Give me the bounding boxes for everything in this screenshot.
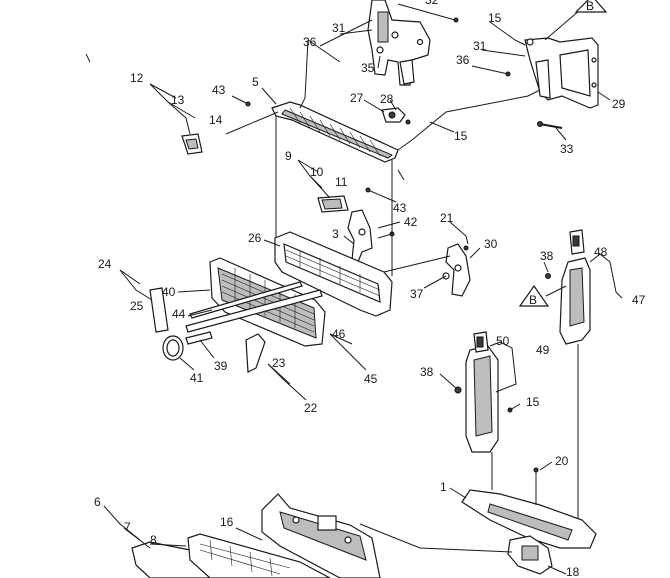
callout-label: 46 [332, 327, 346, 341]
callout-label: 12 [130, 71, 144, 85]
callout-label: 36 [303, 35, 317, 49]
leader-lines [85, 9, 623, 575]
fog-ring-41 [162, 335, 184, 361]
bar-39 [185, 331, 213, 345]
callout-label: 33 [560, 142, 574, 156]
callout-label: 32 [425, 0, 439, 7]
side-trim-25 [149, 287, 169, 333]
callout-label: 15 [454, 129, 468, 143]
callout-label: 21 [440, 211, 454, 225]
bracket-3-42 [347, 209, 395, 263]
callout-label: 43 [393, 201, 407, 215]
lower-front-trim [131, 533, 331, 578]
main-grille [274, 231, 393, 317]
callout-label: 49 [536, 343, 550, 357]
callout-label: 24 [98, 257, 112, 271]
lower-bar-44 [185, 281, 323, 333]
callout-label: 7 [124, 520, 131, 534]
callout-label: 50 [496, 334, 510, 348]
upper-grille-bar [271, 101, 399, 163]
callout-label: 15 [526, 395, 540, 409]
callout-label: 1 [440, 480, 447, 494]
callout-label: 18 [566, 565, 580, 578]
callout-label: 31 [332, 21, 346, 35]
callout-label: 20 [555, 454, 569, 468]
center-vertical-support [454, 331, 513, 490]
callout-label: 10 [310, 165, 324, 179]
upper-right-bracket [524, 37, 599, 109]
callout-label: 25 [130, 299, 144, 313]
callout-label: 37 [410, 287, 424, 301]
ref-mark-label: B [586, 0, 594, 13]
callout-label: 8 [150, 533, 157, 547]
callout-label: 3 [332, 227, 339, 241]
callout-label: 38 [420, 365, 434, 379]
callout-label: 38 [540, 249, 554, 263]
lower-bar-16 [261, 493, 381, 578]
reference-marker-b-mid: B [518, 284, 550, 307]
callout-label: 40 [162, 285, 176, 299]
ref-mark-label: B [529, 293, 537, 307]
callout-label: 16 [220, 515, 234, 529]
callout-label: 5 [252, 75, 259, 89]
emblem-13-14 [181, 133, 203, 155]
callout-label: 27 [350, 91, 364, 105]
callout-label: 26 [248, 231, 262, 245]
callout-label: 36 [456, 53, 470, 67]
callout-label: 35 [361, 61, 375, 75]
callout-label: 14 [209, 113, 223, 127]
callout-label: 28 [380, 92, 394, 106]
callout-label: 31 [473, 39, 487, 53]
clip-27-28 [381, 107, 411, 125]
callout-label: 45 [364, 372, 378, 386]
callout-label: 41 [190, 371, 204, 385]
callout-label: 29 [612, 97, 626, 111]
callout-label: 11 [335, 175, 348, 189]
lower-frame [461, 467, 597, 549]
callout-label: 47 [632, 293, 646, 307]
callout-label: 42 [404, 215, 418, 229]
right-vertical-support [545, 229, 591, 530]
callout-label: 9 [285, 149, 292, 163]
callout-label: 30 [484, 237, 498, 251]
callout-label: 15 [488, 11, 502, 25]
bracket-18 [507, 535, 553, 575]
callout-label: 23 [272, 356, 286, 370]
callout-label: 13 [171, 93, 185, 107]
callout-label: 39 [214, 359, 228, 373]
reference-marker-b-top: B [574, 0, 608, 13]
trim-23 [245, 333, 266, 373]
bracket-30-37 [442, 243, 471, 297]
callout-label: 6 [94, 495, 101, 509]
callout-label: 43 [212, 83, 226, 97]
emblem-10-11 [317, 195, 349, 213]
callout-labels: 12 13 14 43 5 36 31 35 32 15 31 36 29 27… [94, 0, 646, 578]
upper-bracket-assembly [367, 0, 459, 86]
callout-label: 48 [594, 245, 608, 259]
callout-label: 44 [172, 307, 186, 321]
bolt-33 [537, 121, 563, 129]
callout-label: 22 [304, 401, 318, 415]
